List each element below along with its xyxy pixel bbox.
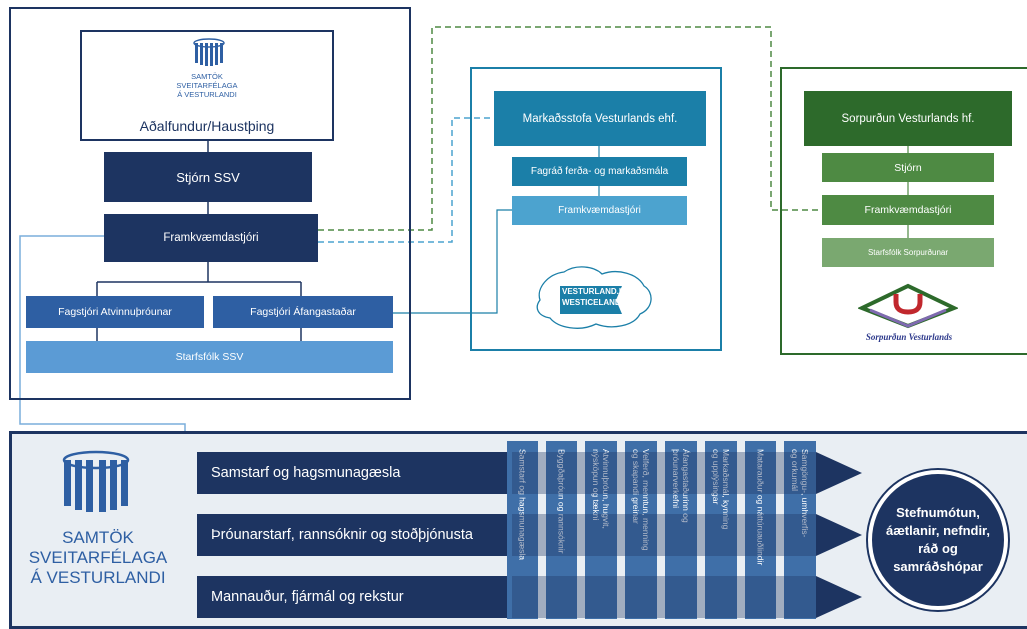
band-resources: Mannauður, fjármál og rekstur [197, 576, 512, 618]
bottom-logo-line-2: SVEITARFÉLAGA [28, 548, 168, 567]
ssv-board-box: Stjórn SSV [104, 152, 312, 202]
ssv-logo-icon [193, 38, 225, 66]
ssv-logo-text-1: SAMTÖK [191, 72, 223, 81]
column-food-resources: Matarauður og náttúruauðlindir [745, 441, 776, 619]
sorpurdun-logo-text: Sorpurðun Vesturlands [865, 332, 953, 342]
column-welfare: Velferð, menntun, menning og skapandi gr… [625, 441, 657, 619]
ssv-staff-box: Starfsfólk SSV [26, 341, 393, 373]
sorpurdun-staff-box: Starfsfólk Sorpurðunar [822, 238, 994, 267]
sorpurdun-frame [780, 67, 1027, 355]
planning-circle: Stefnumótun, áætlanir, nefndir, ráð og s… [868, 470, 1008, 610]
ssv-logo-text-3: Á VESTURLANDI [177, 90, 237, 99]
sorpurdun-logo-icon [858, 283, 958, 329]
ssv-logo-text-2: SVEITARFÉLAGA [176, 81, 238, 90]
column-cooperation-label: Samstarf og hagsmunagæsla [517, 449, 528, 561]
column-destination-label: Áfangastaðurinn og þróunarverkefni [671, 449, 691, 523]
planning-circle-text: Stefnumótun, áætlanir, nefndir, ráð og s… [885, 505, 991, 574]
sorpurdun-director-box: Framkvæmdastjóri [822, 195, 994, 225]
bottom-logo-icon [62, 450, 130, 512]
vesturland-logo-line-2: WESTICELAND.IS [562, 298, 631, 307]
ssv-general-meeting-box: SAMTÖK SVEITARFÉLAGA Á VESTURLANDI Aðalf… [80, 30, 334, 141]
column-food-resources-label: Matarauður og náttúruauðlindir [755, 449, 766, 566]
markadsstofa-director-box: Framkvæmdastjóri [512, 196, 687, 225]
markadsstofa-council-box: Fagráð ferða- og markaðsmála [512, 157, 687, 186]
column-transport-label: Samgöngu-, umhverfis- og orkumál [790, 449, 810, 538]
ssv-general-meeting-title: Aðalfundur/Haustþing [139, 118, 275, 134]
column-transport: Samgöngu-, umhverfis- og orkumál [784, 441, 816, 619]
band-cooperation: Samstarf og hagsmunagæsla [197, 452, 512, 494]
sorpurdun-board-box: Stjórn [822, 153, 994, 182]
column-destination: Áfangastaðurinn og þróunarverkefni [665, 441, 697, 619]
band-development: Þróunarstarf, rannsóknir og stoðþjónusta [197, 514, 512, 556]
vesturland-logo-icon [536, 266, 652, 329]
column-regional-development-label: Byggðaþróun og rannsóknir [556, 449, 567, 554]
column-regional-development: Byggðaþróun og rannsóknir [546, 441, 577, 619]
ssv-director-box: Framkvæmdastjóri [104, 214, 318, 262]
bottom-logo-line-3: Á VESTURLANDI [30, 568, 166, 587]
vesturland-logo-line-1: VESTURLAND.IS [562, 287, 627, 296]
bottom-logo-line-1: SAMTÖK [62, 528, 134, 547]
ssv-frame [9, 7, 411, 400]
ssv-manager-destination-box: Fagstjóri Áfangastaðar [213, 296, 393, 328]
column-marketing-label: Markaðsmál, kynning og upplýsingar [711, 449, 731, 530]
column-innovation: Atvinnuþróun, hugvit, nýsköpun og tækni [585, 441, 617, 619]
column-welfare-label: Velferð, menntun, menning og skapandi gr… [631, 449, 651, 551]
column-marketing: Markaðsmál, kynning og upplýsingar [705, 441, 737, 619]
markadsstofa-frame [470, 67, 722, 351]
ssv-manager-business-box: Fagstjóri Atvinnuþróunar [26, 296, 204, 328]
column-innovation-label: Atvinnuþróun, hugvit, nýsköpun og tækni [591, 449, 611, 529]
sorpurdun-title-box: Sorpurðun Vesturlands hf. [804, 91, 1012, 146]
column-cooperation: Samstarf og hagsmunagæsla [507, 441, 538, 619]
markadsstofa-title-box: Markaðsstofa Vesturlands ehf. [494, 91, 706, 146]
